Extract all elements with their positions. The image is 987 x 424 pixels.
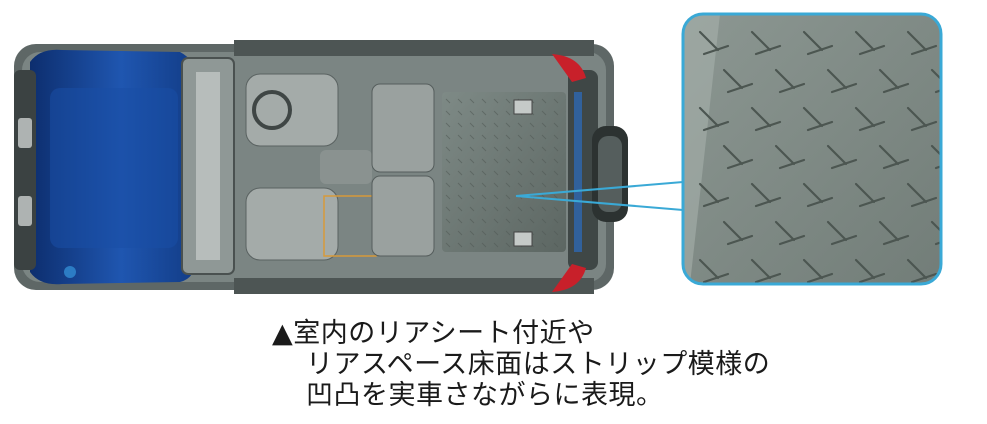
floor-stripe: [802, 30, 834, 56]
floor-stripe: [802, 258, 834, 284]
floor-stripe: [878, 144, 910, 170]
floor-stripe: [906, 106, 938, 132]
floor-stripe: [698, 182, 730, 208]
front-seats: [245, 73, 377, 261]
callout-pointer: [515, 181, 684, 211]
rear-seats: [371, 83, 435, 257]
floor-stripe: [878, 220, 910, 246]
floor-stripe: [698, 30, 730, 56]
caption-line-2: リアスペース床面はストリップ模様の: [306, 349, 771, 380]
floor-stripe: [802, 106, 834, 132]
floor-stripe: [906, 258, 938, 284]
zoom-callout: [681, 12, 943, 286]
floor-stripe: [750, 106, 782, 132]
floor-stripe: [826, 68, 858, 94]
car-illustration: [14, 12, 943, 294]
floor-stripe: [750, 182, 782, 208]
caption: ▲室内のリアシート付近や リアスペース床面はストリップ模様の 凹凸を実車さながら…: [272, 318, 770, 411]
floor-stripe: [906, 30, 938, 56]
floor-stripe: [774, 144, 806, 170]
floor-stripe: [698, 258, 730, 284]
floor-stripe: [854, 258, 886, 284]
car-hood: [14, 49, 196, 285]
floor-stripe: [826, 144, 858, 170]
floor-stripe: [774, 220, 806, 246]
floor-stripe: [722, 144, 754, 170]
floor-stripe: [854, 106, 886, 132]
caption-marker: ▲: [272, 318, 294, 349]
windshield-frame: [181, 40, 594, 294]
floor-stripe: [854, 182, 886, 208]
caption-text-1: 室内のリアシート付近や: [293, 318, 595, 349]
floor-stripe: [750, 258, 782, 284]
floor-stripe: [774, 68, 806, 94]
caption-line-3: 凹凸を実車さながらに表現。: [306, 380, 664, 411]
floor-stripe: [826, 220, 858, 246]
caption-line-1: ▲室内のリアシート付近や: [272, 318, 770, 349]
floor-stripe: [802, 182, 834, 208]
floor-stripe: [698, 106, 730, 132]
rear-end: [552, 54, 628, 292]
floor-stripe: [750, 30, 782, 56]
floor-stripe: [854, 30, 886, 56]
floor-stripe: [906, 182, 938, 208]
floor-stripe: [722, 220, 754, 246]
floor-stripe: [722, 68, 754, 94]
rear-floor: [442, 92, 566, 252]
floor-stripe: [878, 68, 910, 94]
